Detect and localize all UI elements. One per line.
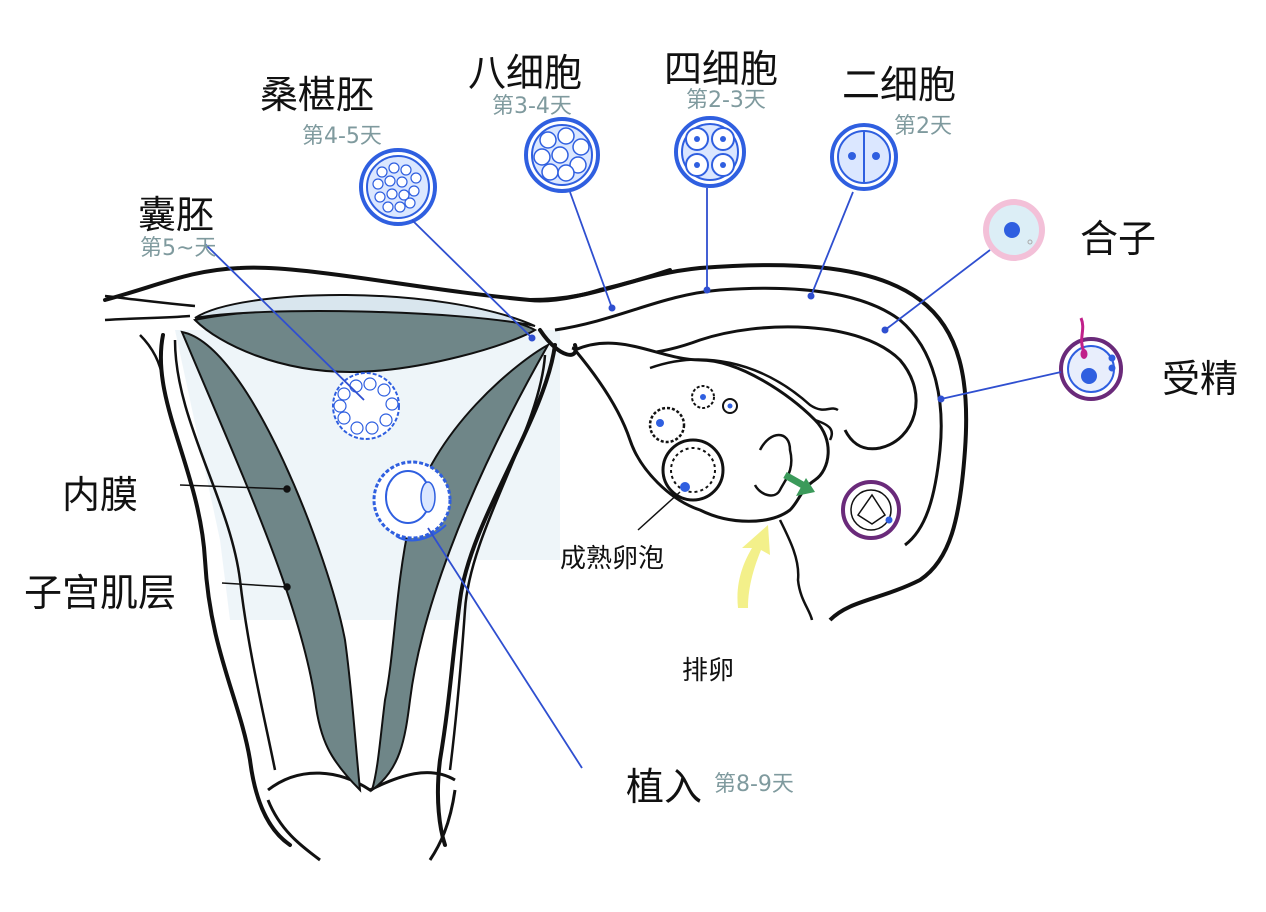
fertilized-egg-cell bbox=[1059, 317, 1123, 401]
mature-follicle-label: 成熟卵泡 bbox=[560, 544, 665, 574]
ovulation-label: 排卵 bbox=[682, 656, 735, 686]
ovary bbox=[572, 341, 839, 621]
fallopian-tube bbox=[529, 263, 969, 622]
eight-cell-embryo bbox=[524, 117, 600, 193]
leader-lines bbox=[204, 188, 1062, 769]
leader-myometrium bbox=[221, 582, 288, 588]
eight-cell-day-label: 第3-4天 bbox=[492, 94, 572, 119]
implantation-label: 植入 bbox=[626, 765, 703, 809]
zygote-label: 合子 bbox=[1080, 217, 1157, 261]
mature-follicle-shape bbox=[661, 438, 725, 502]
leader-fertilization bbox=[940, 371, 1062, 400]
leader-mature-follicle bbox=[637, 491, 681, 531]
morula-label: 桑椹胚 bbox=[260, 73, 375, 117]
leader-endometrium bbox=[179, 484, 288, 490]
leader-zygote bbox=[884, 249, 991, 331]
endometrium-right bbox=[370, 342, 551, 793]
leader-implantation bbox=[427, 527, 583, 769]
leader-eight-cell bbox=[569, 191, 613, 309]
left-tube-stub bbox=[104, 294, 196, 381]
leader-two-cell bbox=[810, 191, 854, 297]
eight-cell-label: 八细胞 bbox=[468, 51, 583, 95]
fimbriae bbox=[649, 358, 839, 621]
four-cell-label: 四细胞 bbox=[664, 47, 779, 91]
implantation-day-label: 第8-9天 bbox=[714, 772, 794, 797]
four-cell-embryo bbox=[674, 116, 746, 188]
morula-embryo bbox=[359, 148, 437, 226]
egg-movement-arrow-head bbox=[796, 478, 815, 496]
follicle-small-3 bbox=[722, 398, 738, 414]
secondary-oocyte bbox=[841, 480, 901, 540]
cervix bbox=[266, 771, 457, 862]
two-cell-day-label: 第2天 bbox=[894, 114, 952, 139]
blastocyst-label: 囊胚 bbox=[138, 193, 215, 237]
myometrium-inner-line bbox=[173, 339, 547, 771]
follicle-small-2 bbox=[691, 385, 715, 409]
zygote-cell bbox=[983, 199, 1045, 261]
leader-blastocyst bbox=[204, 243, 365, 401]
follicle-small-1 bbox=[648, 406, 686, 444]
leader-morula bbox=[411, 219, 533, 339]
two-cell-label: 二细胞 bbox=[842, 63, 957, 107]
tube-outer bbox=[529, 263, 969, 622]
anatomy-leaders bbox=[179, 484, 681, 591]
endometrium-left bbox=[180, 330, 362, 793]
myometrium-label: 子宫肌层 bbox=[24, 571, 177, 615]
uterus bbox=[103, 265, 672, 862]
four-cell-day-label: 第2-3天 bbox=[686, 88, 766, 113]
tube-loop bbox=[571, 325, 918, 451]
sperm-icon bbox=[1079, 317, 1086, 353]
blastocyst-day-label: 第5~天 bbox=[140, 236, 217, 261]
endometrium-label: 内膜 bbox=[62, 473, 139, 517]
tube-inner bbox=[554, 286, 943, 547]
uterus-outer-wall bbox=[103, 265, 672, 847]
implanting-blastocyst bbox=[372, 460, 452, 542]
two-cell-embryo bbox=[830, 123, 898, 191]
fundus-upper-layer bbox=[194, 293, 536, 327]
blastocyst-embryo bbox=[332, 372, 400, 440]
fertilization-label: 受精 bbox=[1162, 357, 1239, 401]
ovulation-arrow bbox=[737, 525, 770, 608]
morula-day-label: 第4-5天 bbox=[302, 124, 382, 149]
